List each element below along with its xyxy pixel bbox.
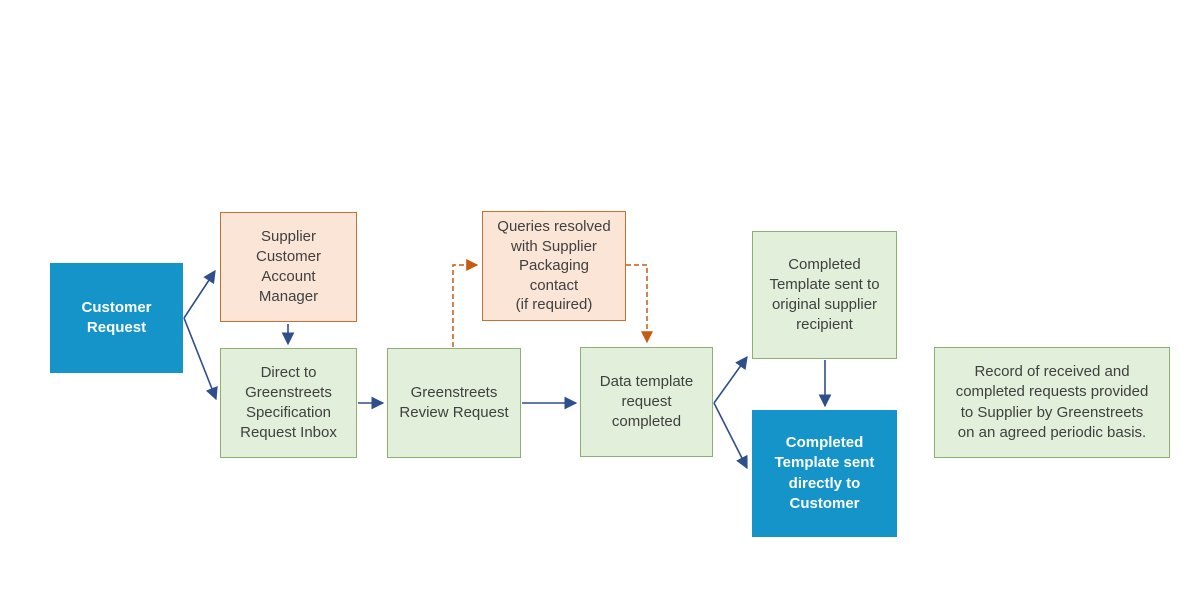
arrow-data-template-to-customer [713,402,748,470]
node-record-of-requests-note: Record of received and completed request… [934,347,1170,458]
arrow-queries-to-data-template-dashed [626,264,653,344]
arrow-customer-to-direct-inbox [183,317,218,401]
node-direct-to-greenstreets-inbox: Direct to Greenstreets Specification Req… [220,348,357,458]
node-supplier-account-manager: Supplier Customer Account Manager [220,212,357,322]
node-completed-template-to-customer: Completed Template sent directly to Cust… [752,410,897,537]
node-data-template-completed: Data template request completed [580,347,713,457]
node-queries-resolved: Queries resolved with Supplier Packaging… [482,211,626,321]
arrow-data-template-to-supplier-recipient [713,355,748,404]
arrow-customer-to-supplier-manager [183,269,216,319]
arrow-review-to-queries-dashed [452,259,479,347]
node-greenstreets-review-request: Greenstreets Review Request [387,348,521,458]
node-customer-request: Customer Request [50,263,183,373]
node-completed-template-to-supplier: Completed Template sent to original supp… [752,231,897,359]
